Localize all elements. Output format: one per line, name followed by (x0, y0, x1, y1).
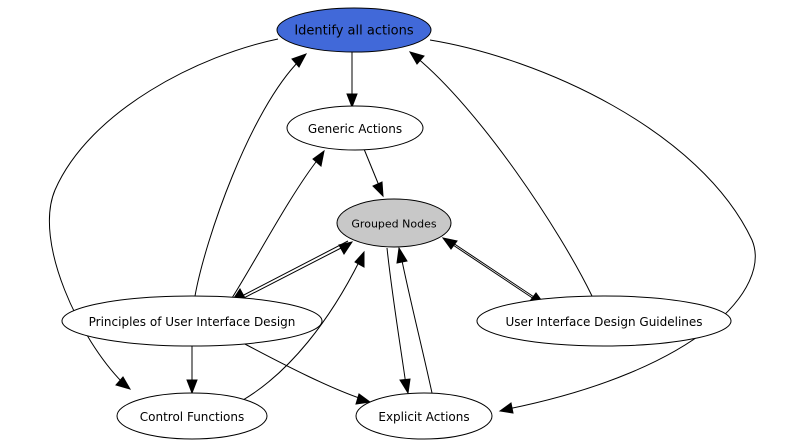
node-generic-actions[interactable]: Generic Actions (286, 105, 424, 151)
node-shape-principles-of-user-interface-design[interactable] (61, 295, 323, 347)
edge-grouped-nodes-to-principles[interactable] (230, 240, 349, 302)
node-shape-user-interface-design-guidelines[interactable] (476, 295, 732, 347)
node-principles-of-user-interface-design[interactable]: Principles of User Interface Design (61, 295, 323, 347)
node-shape-explicit-actions[interactable] (355, 392, 493, 440)
edge-layer (48, 38, 756, 414)
edge-principles-to-generic-actions[interactable] (231, 149, 325, 299)
node-control-functions[interactable]: Control Functions (116, 392, 268, 440)
edge-grouped-nodes-to-guidelines[interactable] (446, 238, 546, 305)
edge-principles-to-identify-all-actions[interactable] (194, 53, 308, 297)
edge-identify-all-actions-to-explicit-actions[interactable] (429, 39, 756, 414)
node-layer: Identify all actions Generic Actions Gro… (61, 7, 732, 440)
edge-guidelines-to-grouped-nodes[interactable] (441, 237, 541, 304)
node-identify-all-actions[interactable]: Identify all actions (276, 7, 432, 53)
edge-control-functions-to-grouped-nodes[interactable] (242, 250, 365, 401)
edge-explicit-actions-to-grouped-nodes[interactable] (396, 246, 433, 394)
edge-principles-to-explicit-actions[interactable] (242, 342, 372, 405)
edge-grouped-nodes-to-explicit-actions[interactable] (386, 247, 411, 395)
node-shape-generic-actions[interactable] (286, 105, 424, 151)
node-explicit-actions[interactable]: Explicit Actions (355, 392, 493, 440)
edge-generic-actions-to-grouped-nodes[interactable] (363, 148, 384, 198)
edge-guidelines-to-identify-all-actions[interactable] (408, 51, 593, 297)
edge-principles-to-control-functions[interactable] (186, 346, 198, 395)
node-shape-grouped-nodes[interactable] (336, 198, 452, 248)
node-shape-identify-all-actions[interactable] (276, 7, 432, 53)
edge-principles-to-grouped-nodes[interactable] (235, 241, 354, 303)
node-shape-control-functions[interactable] (116, 392, 268, 440)
node-user-interface-design-guidelines[interactable]: User Interface Design Guidelines (476, 295, 732, 347)
node-grouped-nodes[interactable]: Grouped Nodes (336, 198, 452, 248)
edge-identify-all-actions-to-generic-actions[interactable] (346, 52, 358, 109)
